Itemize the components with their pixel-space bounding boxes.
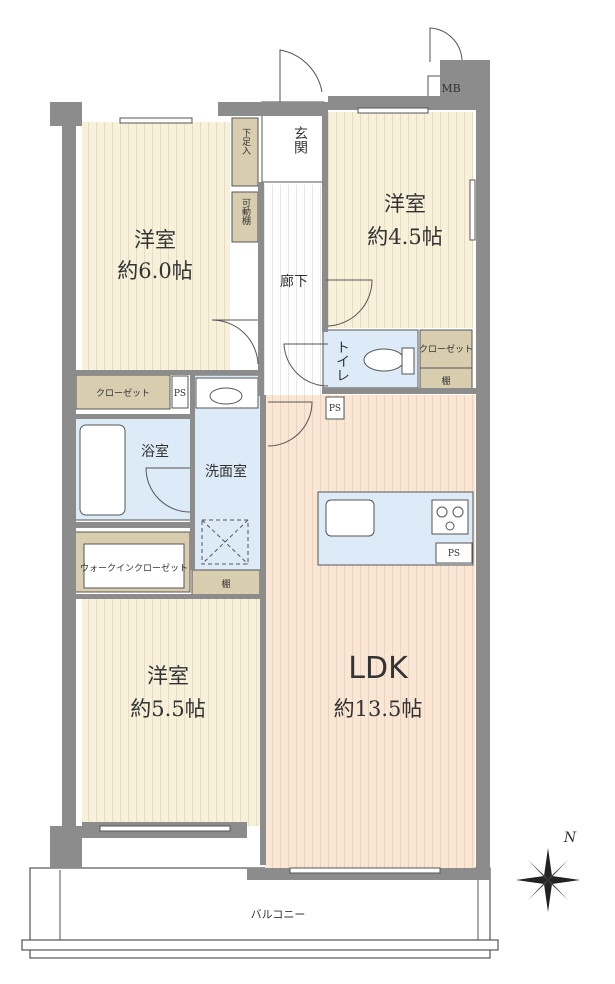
room-size-western-2: 約4.5帖 bbox=[367, 225, 442, 249]
room-name-hallway: 廊下 bbox=[280, 273, 308, 290]
kitchen-sink bbox=[325, 499, 375, 537]
ps-label-2: PS bbox=[329, 404, 341, 414]
room-name-entrance: 玄関 bbox=[292, 125, 308, 155]
room-size-western-3: 約5.5帖 bbox=[130, 697, 205, 721]
windows bbox=[99, 107, 476, 874]
door-swings bbox=[145, 27, 463, 513]
compass-north-label: N bbox=[563, 830, 577, 846]
bathtub bbox=[79, 424, 126, 516]
shelf-right-label: 棚 bbox=[441, 375, 450, 387]
closet-left-label: クローゼット bbox=[96, 387, 150, 399]
interior-walls bbox=[74, 102, 476, 865]
shelf-left bbox=[191, 569, 261, 597]
room-name-toilet: トイレ bbox=[334, 340, 350, 382]
room-name-washroom: 洗面室 bbox=[205, 463, 247, 480]
shoe-box bbox=[231, 117, 259, 187]
room-name-balcony: バルコニー bbox=[251, 908, 306, 921]
hallway-floor bbox=[262, 185, 326, 395]
mb-label: MB bbox=[441, 82, 460, 95]
room-name-western-2: 洋室 bbox=[384, 192, 426, 216]
western-room-2-floor bbox=[328, 112, 473, 328]
closet-right-label: クローゼット bbox=[419, 343, 473, 355]
western-room-3-floor bbox=[82, 598, 260, 826]
washbasin-bowl bbox=[209, 387, 243, 405]
burner bbox=[452, 506, 464, 518]
ps-box-2 bbox=[325, 396, 345, 420]
walk-in-closet-inner bbox=[83, 543, 185, 589]
shoe-box-label: 下足入 bbox=[240, 128, 251, 155]
walk-in-closet-label: ウォークインクローゼット bbox=[80, 562, 188, 574]
closet-right bbox=[419, 329, 473, 369]
room-name-western-3: 洋室 bbox=[147, 664, 189, 688]
ps-label-1: PS bbox=[174, 389, 186, 399]
ps-box-1 bbox=[171, 375, 189, 409]
room-name-western-1: 洋室 bbox=[134, 228, 176, 252]
room-size-ldk: 約13.5帖 bbox=[334, 697, 423, 721]
room-name-ldk: LDK bbox=[348, 651, 409, 686]
stove bbox=[431, 499, 469, 535]
compass-icon bbox=[516, 848, 580, 912]
room-size-western-1: 約6.0帖 bbox=[117, 259, 192, 283]
washer-pan-cross bbox=[201, 519, 249, 565]
toilet-tank bbox=[401, 347, 415, 375]
room-name-bath: 浴室 bbox=[141, 443, 169, 460]
balcony bbox=[21, 867, 499, 959]
toilet-fixture bbox=[363, 348, 405, 372]
ps-box-3 bbox=[435, 542, 473, 564]
movable-shelf bbox=[231, 191, 259, 243]
burner bbox=[445, 521, 455, 531]
burner bbox=[436, 506, 448, 518]
washer-pan bbox=[201, 519, 249, 565]
western-room-1-floor bbox=[82, 122, 230, 372]
shelf-left-label: 棚 bbox=[221, 578, 230, 590]
ps-label-3: PS bbox=[448, 549, 460, 559]
movable-shelf-label: 可動棚 bbox=[240, 198, 251, 226]
ldk-floor bbox=[265, 395, 475, 870]
